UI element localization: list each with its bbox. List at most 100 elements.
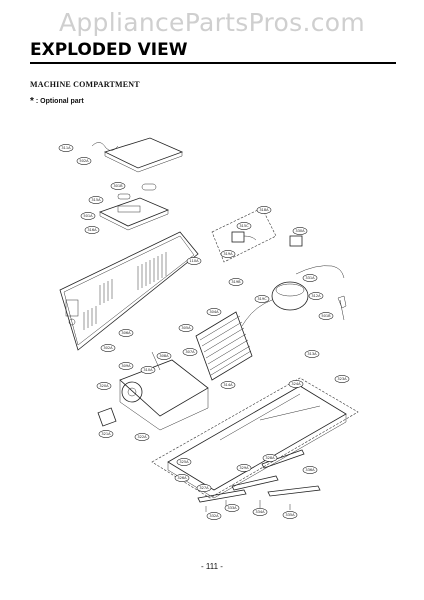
callout-319C: 319C (254, 295, 270, 303)
callout-302A-text: 302A (103, 346, 113, 350)
base-pan-outline (151, 377, 359, 499)
callout-501B-text: 501B (321, 314, 331, 318)
callout-333A: 333A (224, 504, 240, 512)
callout-327A: 327A (196, 484, 212, 492)
callout-319A-text: 319A (223, 252, 233, 256)
callout-110A-text: 110A (189, 259, 199, 263)
callout-311A-text: 311A (61, 146, 71, 150)
callout-501A-text: 501A (83, 214, 93, 218)
callout-329A-text: 329A (239, 466, 249, 470)
callout-304A-text: 304A (209, 310, 219, 314)
callout-312A: 312A (308, 292, 324, 300)
callout-305A: 305A (178, 324, 194, 332)
callout-319B-text: 319B (231, 280, 241, 284)
fan-assembly-part (97, 351, 209, 431)
callout-333A-text: 333A (227, 506, 237, 510)
callout-309A-text: 309A (121, 364, 131, 368)
callout-310A-text: 310A (143, 368, 153, 372)
callout-313A: 313A (304, 350, 320, 358)
callout-318A-text: 318A (259, 208, 269, 212)
callout-110A: 110A (186, 257, 202, 265)
callout-316A-text: 316A (87, 228, 97, 232)
callout-308A-text: 308A (159, 354, 169, 358)
callout-309A: 309A (118, 362, 134, 370)
callout-328A-text: 328A (265, 456, 275, 460)
callout-322A: 322A (134, 433, 150, 441)
optional-kit-outline (211, 207, 277, 263)
callout-325A-text: 325A (179, 460, 189, 464)
callout-336A-text: 336A (305, 468, 315, 472)
callout-335A-text: 335A (285, 513, 295, 517)
callout-306A: 306A (118, 329, 134, 337)
callout-307A: 307A (182, 348, 198, 356)
callout-306A-text: 306A (121, 331, 131, 335)
callout-314A-text: 314A (223, 383, 233, 387)
callout-313A-text: 313A (307, 352, 317, 356)
callout-312A-text: 312A (311, 294, 321, 298)
optional-part-note: *: Optional part (30, 96, 84, 107)
page-number: - 111 - (201, 562, 223, 571)
callout-314A: 314A (220, 381, 236, 389)
callout-502A: 502A (76, 157, 92, 165)
callout-301B: 301B (110, 182, 126, 190)
callout-320A-text: 320A (99, 384, 109, 388)
callout-322A-text: 322A (137, 435, 147, 439)
callout-319C-text: 319C (257, 297, 267, 301)
callout-327A-text: 327A (199, 486, 209, 490)
title-divider (30, 62, 396, 64)
optional-part-symbol: * (30, 96, 34, 107)
callout-311A: 311A (58, 144, 74, 152)
watermark: AppliancePartsPros.com (58, 8, 366, 37)
callout-334A-text: 334A (255, 510, 265, 514)
rear-panel-part (59, 231, 199, 351)
callout-305A-text: 305A (181, 326, 191, 330)
callout-328A: 328A (262, 454, 278, 462)
callout-321A: 321A (98, 430, 114, 438)
optional-part-text: : Optional part (35, 98, 84, 105)
callout-323A-text: 323A (337, 377, 347, 381)
callout-315C: 315C (236, 222, 252, 230)
callout-301B-text: 301B (113, 184, 123, 188)
callout-326A: 326A (174, 474, 190, 482)
callout-318A: 318A (256, 206, 272, 214)
callout-331A-text: 331A (305, 276, 315, 280)
callout-336A: 336A (302, 466, 318, 474)
relay-part (231, 231, 303, 247)
callout-324A: 324A (288, 380, 304, 388)
page-title: EXPLODED VIEW (30, 40, 188, 60)
callout-304A: 304A (206, 308, 222, 316)
callout-302A: 302A (100, 344, 116, 352)
base-pan-part (167, 385, 347, 499)
callout-315A: 315A (88, 196, 104, 204)
callout-501A: 501A (80, 212, 96, 220)
callout-332A-text: 332A (209, 514, 219, 518)
callout-319B: 319B (228, 278, 244, 286)
callout-321A-text: 321A (101, 432, 111, 436)
callout-325A: 325A (176, 458, 192, 466)
callout-310A: 310A (140, 366, 156, 374)
callout-331A: 331A (302, 274, 318, 282)
control-board-part (98, 183, 170, 231)
condenser-part (195, 311, 253, 381)
callout-334A: 334A (252, 508, 268, 516)
section-heading: MACHINE COMPARTMENT (30, 80, 140, 89)
callout-308A: 308A (156, 352, 172, 360)
callout-307A-text: 307A (185, 350, 195, 354)
callout-501B: 501B (318, 312, 334, 320)
callout-323A: 323A (334, 375, 350, 383)
callout-324A-text: 324A (291, 382, 301, 386)
top-cover-part (91, 137, 184, 173)
callout-315A-text: 315A (91, 198, 101, 202)
callout-326A-text: 326A (177, 476, 187, 480)
callout-316A: 316A (84, 226, 100, 234)
callout-332A: 332A (206, 512, 222, 520)
callout-315C-text: 315C (239, 224, 249, 228)
compressor-part (241, 265, 347, 327)
callout-330A-text: 330A (295, 229, 305, 233)
callout-335A: 335A (282, 511, 298, 519)
callout-330A: 330A (292, 227, 308, 235)
rail-parts (197, 449, 321, 512)
callout-320A: 320A (96, 382, 112, 390)
callout-329A: 329A (236, 464, 252, 472)
